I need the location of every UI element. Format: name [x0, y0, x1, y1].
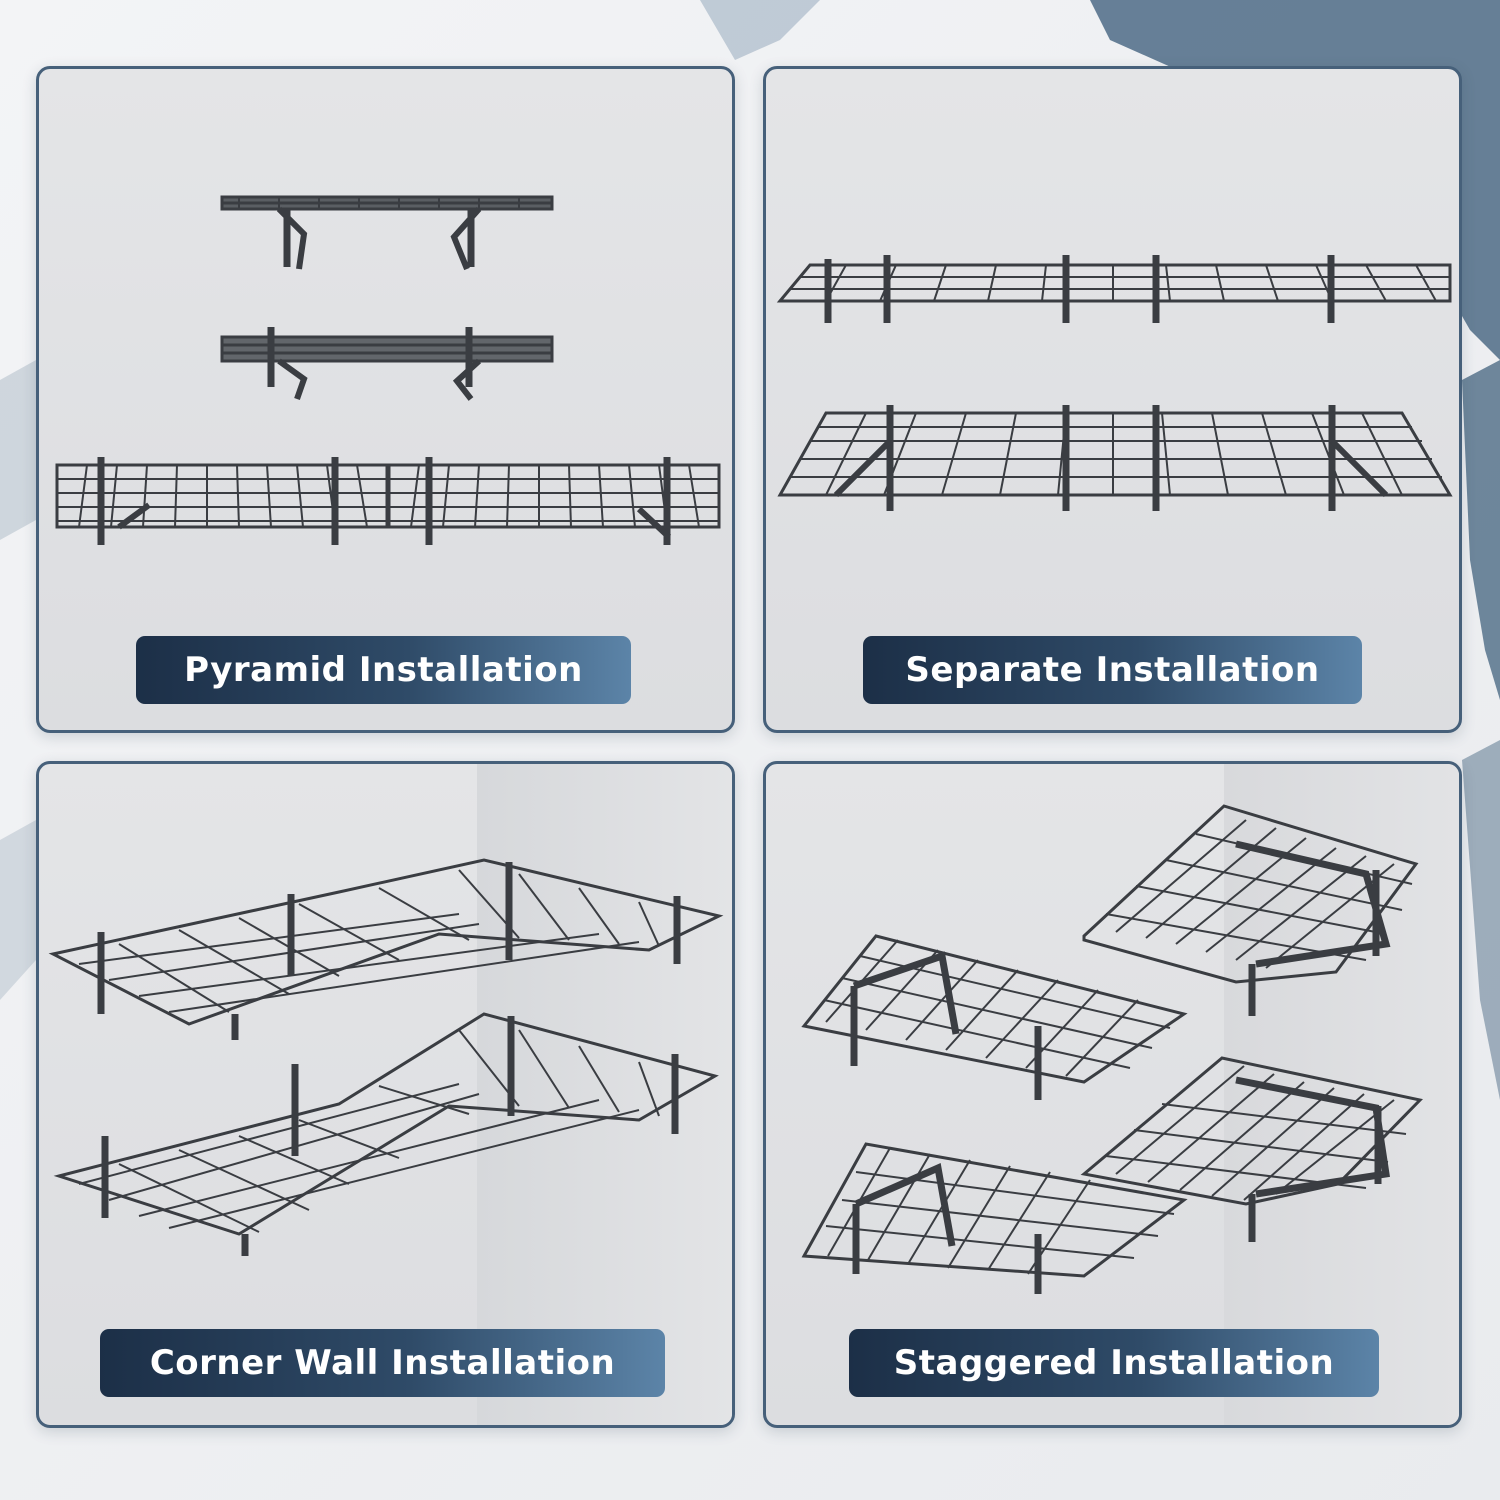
paint-stroke: [1462, 360, 1500, 700]
corner-wall-shelf-image: [48, 858, 724, 1256]
shelf-wire-grid: [238, 197, 520, 209]
pyramid-shelf-image: [55, 195, 721, 545]
panel-staggered: Staggered Installation: [763, 761, 1462, 1428]
panel-separate: Separate Installation: [763, 66, 1462, 733]
staggered-installation-label: Staggered Installation: [849, 1329, 1379, 1397]
pyramid-installation-label: Pyramid Installation: [136, 636, 631, 704]
paint-stroke: [1462, 740, 1500, 1100]
separate-installation-label: Separate Installation: [863, 636, 1362, 704]
panel-pyramid: Pyramid Installation: [36, 66, 735, 733]
paint-stroke: [0, 360, 36, 540]
separate-shelf-image: [776, 255, 1453, 511]
paint-stroke: [0, 820, 36, 1000]
staggered-shelf-image: [801, 804, 1423, 1294]
corner-wall-installation-label: Corner Wall Installation: [100, 1329, 665, 1397]
paint-stroke: [700, 0, 820, 60]
panel-corner-wall: Corner Wall Installation: [36, 761, 735, 1428]
